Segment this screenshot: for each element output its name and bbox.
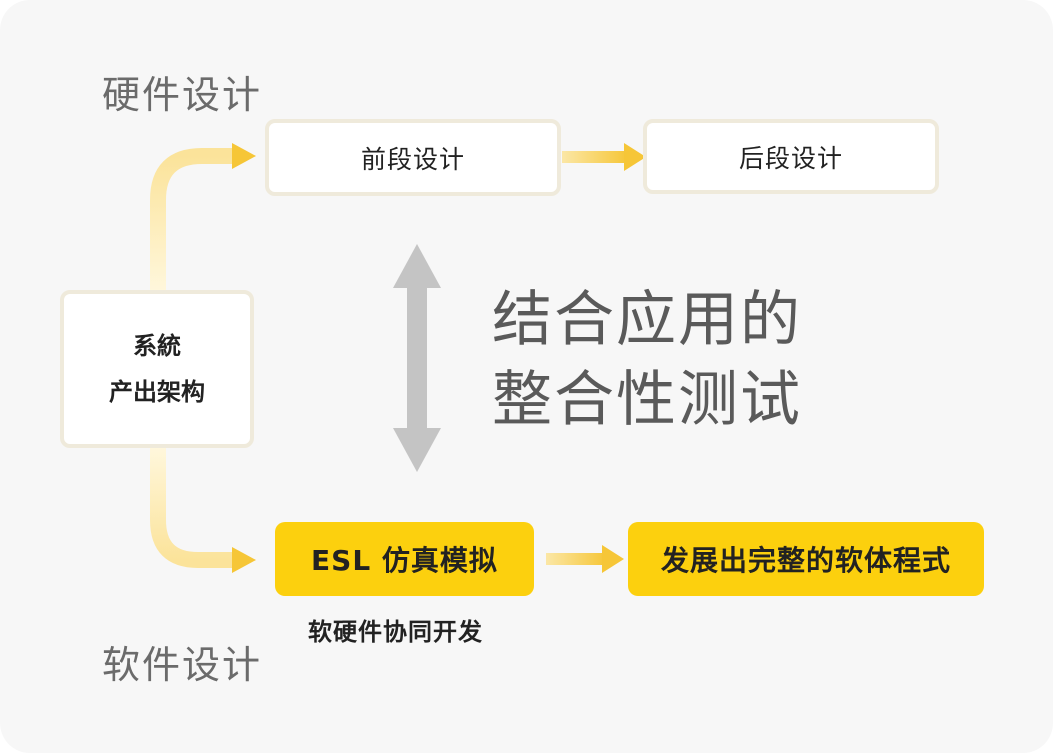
develop-program-box: 发展出完整的软体程式 bbox=[628, 522, 984, 596]
codesign-label: 软硬件协同开发 bbox=[308, 618, 483, 646]
arrow-frontend-to-backend bbox=[562, 143, 646, 171]
back-end-design-text: 后段设计 bbox=[738, 143, 843, 173]
system-box-line2: 产出架构 bbox=[109, 378, 205, 406]
integration-text-line2: 整合性测试 bbox=[492, 365, 802, 435]
arrow-system-to-esl bbox=[150, 448, 256, 573]
front-end-design-box: 前段设计 bbox=[265, 119, 561, 196]
system-architecture-box: 系統 产出架构 bbox=[60, 290, 254, 448]
esl-simulation-text: ESL 仿真模拟 bbox=[311, 544, 498, 577]
esl-simulation-box: ESL 仿真模拟 bbox=[275, 522, 534, 596]
system-box-line1: 系統 bbox=[133, 332, 181, 360]
integration-double-arrow bbox=[393, 244, 441, 472]
hardware-design-label: 硬件设计 bbox=[102, 73, 263, 117]
software-design-label: 软件设计 bbox=[102, 643, 263, 687]
integration-text-line1: 结合应用的 bbox=[492, 285, 802, 355]
arrow-system-to-frontend bbox=[150, 143, 256, 292]
develop-program-text: 发展出完整的软体程式 bbox=[660, 544, 951, 577]
back-end-design-box: 后段设计 bbox=[643, 119, 939, 194]
arrow-esl-to-program bbox=[546, 545, 624, 573]
front-end-design-text: 前段设计 bbox=[360, 144, 465, 174]
integration-test-text: 结合应用的 整合性测试 bbox=[492, 280, 802, 440]
